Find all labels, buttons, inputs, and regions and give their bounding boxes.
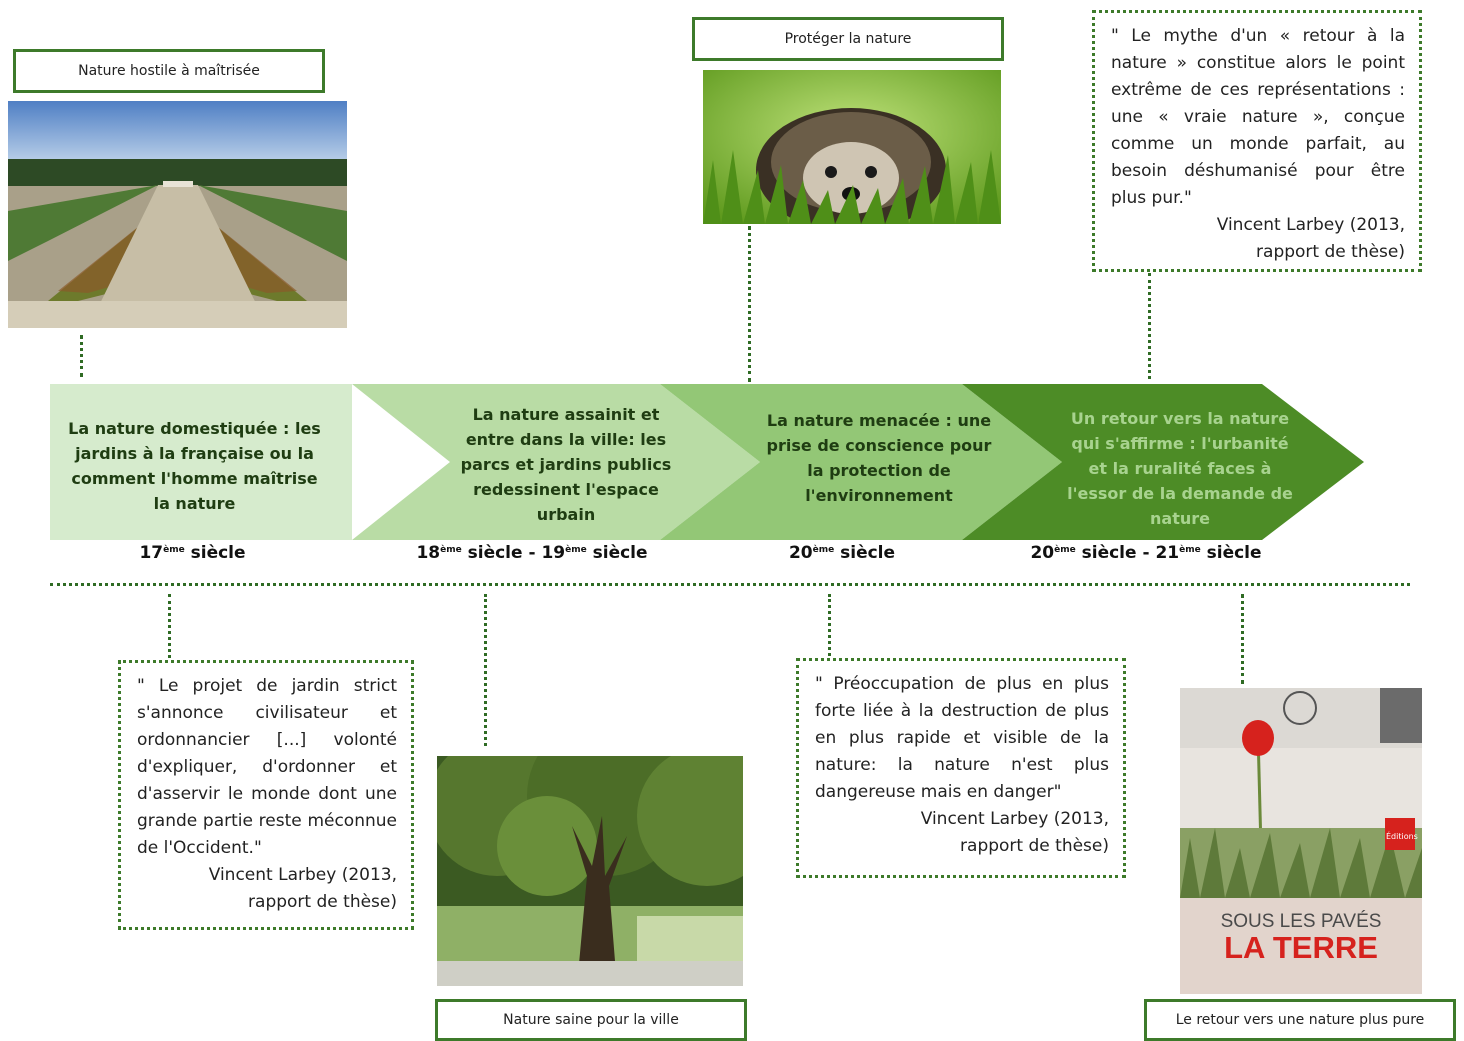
label-nature-saine: Nature saine pour la ville bbox=[435, 999, 747, 1041]
label-retour-nature-pure-text: Le retour vers une nature plus pure bbox=[1175, 1012, 1425, 1028]
era-segment-1 bbox=[50, 384, 352, 540]
book-publisher: Éditions bbox=[1386, 832, 1418, 841]
century-17: 17ème siècle bbox=[100, 543, 285, 563]
quote-preoccupation-source: rapport de thèse) bbox=[960, 836, 1109, 856]
century-20b-word: siècle - bbox=[1081, 543, 1156, 563]
century-19-sup: ème bbox=[565, 545, 587, 555]
century-20b-sup: ème bbox=[1054, 545, 1076, 555]
century-18-num: 18 bbox=[416, 543, 441, 563]
quote-retour-nature-source: rapport de thèse) bbox=[1256, 242, 1405, 262]
quote-retour-nature: " Le mythe d'un « retour à la nature » c… bbox=[1092, 10, 1422, 272]
park-tree-photo bbox=[437, 756, 743, 986]
century-19-word: siècle bbox=[592, 543, 648, 563]
era-text-2: La nature assainit et entre dans la vill… bbox=[460, 405, 672, 524]
era-text-4: Un retour vers la nature qui s'affirme :… bbox=[1067, 409, 1293, 528]
century-20-21: 20ème siècle - 21ème siècle bbox=[1010, 543, 1282, 563]
label-proteger-nature: Protéger la nature bbox=[692, 17, 1004, 61]
connector-quote3 bbox=[828, 594, 831, 656]
era-text-3: La nature menacée : une prise de conscie… bbox=[766, 411, 992, 505]
horizontal-divider bbox=[50, 583, 1410, 586]
park-tree-illustration bbox=[437, 756, 743, 986]
label-proteger-nature-text: Protéger la nature bbox=[784, 31, 912, 47]
century-21-num: 21 bbox=[1155, 543, 1180, 563]
century-17-word: siècle bbox=[190, 543, 246, 563]
quote-jardin-strict-source: rapport de thèse) bbox=[248, 892, 397, 912]
century-18-word: siècle - bbox=[467, 543, 542, 563]
quote-preoccupation-author: Vincent Larbey (2013, bbox=[920, 809, 1109, 829]
century-20-word: siècle bbox=[840, 543, 896, 563]
quote-preoccupation-text: " Préoccupation de plus en plus forte li… bbox=[815, 674, 1109, 802]
book-title-line1: SOUS LES PAVÉS bbox=[1220, 911, 1382, 932]
century-20-num: 20 bbox=[788, 543, 813, 563]
connector-hedgehog-timeline bbox=[748, 226, 751, 382]
century-20b-num: 20 bbox=[1030, 543, 1055, 563]
era-segment-2 bbox=[352, 384, 760, 540]
century-19-num: 19 bbox=[541, 543, 566, 563]
book-cover: Éditions SOUS LES PAVÉS LA TERRE bbox=[1180, 688, 1422, 994]
quote-jardin-strict-text: " Le projet de jardin strict s'annonce c… bbox=[137, 676, 397, 858]
era-text-1: La nature domestiquée : les jardins à la… bbox=[68, 419, 321, 513]
century-18-19: 18ème siècle - 19ème siècle bbox=[396, 543, 668, 563]
connector-book bbox=[1241, 594, 1244, 684]
label-retour-nature-pure: Le retour vers une nature plus pure bbox=[1144, 999, 1456, 1041]
label-nature-saine-text: Nature saine pour la ville bbox=[503, 1012, 679, 1028]
formal-garden-illustration bbox=[8, 101, 347, 328]
quote-jardin-strict-author: Vincent Larbey (2013, bbox=[208, 865, 397, 885]
connector-garden-timeline bbox=[80, 335, 83, 377]
century-21-sup: ème bbox=[1179, 545, 1201, 555]
connector-quote1-timeline bbox=[1148, 273, 1151, 379]
connector-park-photo bbox=[484, 594, 487, 746]
era-segment-4 bbox=[962, 384, 1364, 540]
quote-jardin-strict: " Le projet de jardin strict s'annonce c… bbox=[118, 660, 414, 930]
century-21-word: siècle bbox=[1206, 543, 1262, 563]
century-17-num: 17 bbox=[139, 543, 164, 563]
quote-retour-nature-text: " Le mythe d'un « retour à la nature » c… bbox=[1111, 26, 1405, 208]
quote-preoccupation: " Préoccupation de plus en plus forte li… bbox=[796, 658, 1126, 878]
century-20-sup: ème bbox=[812, 545, 835, 555]
century-18-sup: ème bbox=[440, 545, 462, 555]
book-cover-illustration bbox=[1180, 688, 1422, 994]
era-segment-3 bbox=[660, 384, 1062, 540]
label-nature-hostile-text: Nature hostile à maîtrisée bbox=[78, 63, 260, 79]
label-nature-hostile: Nature hostile à maîtrisée bbox=[13, 49, 325, 93]
century-20: 20ème siècle bbox=[752, 543, 932, 563]
formal-garden-photo bbox=[8, 101, 347, 328]
book-title-line2: LA TERRE bbox=[1224, 930, 1378, 965]
century-17-sup: ème bbox=[163, 545, 185, 555]
connector-quote2 bbox=[168, 594, 171, 658]
hedgehog-illustration bbox=[703, 70, 1001, 224]
hedgehog-photo bbox=[703, 70, 1001, 224]
quote-retour-nature-author: Vincent Larbey (2013, bbox=[1216, 215, 1405, 235]
